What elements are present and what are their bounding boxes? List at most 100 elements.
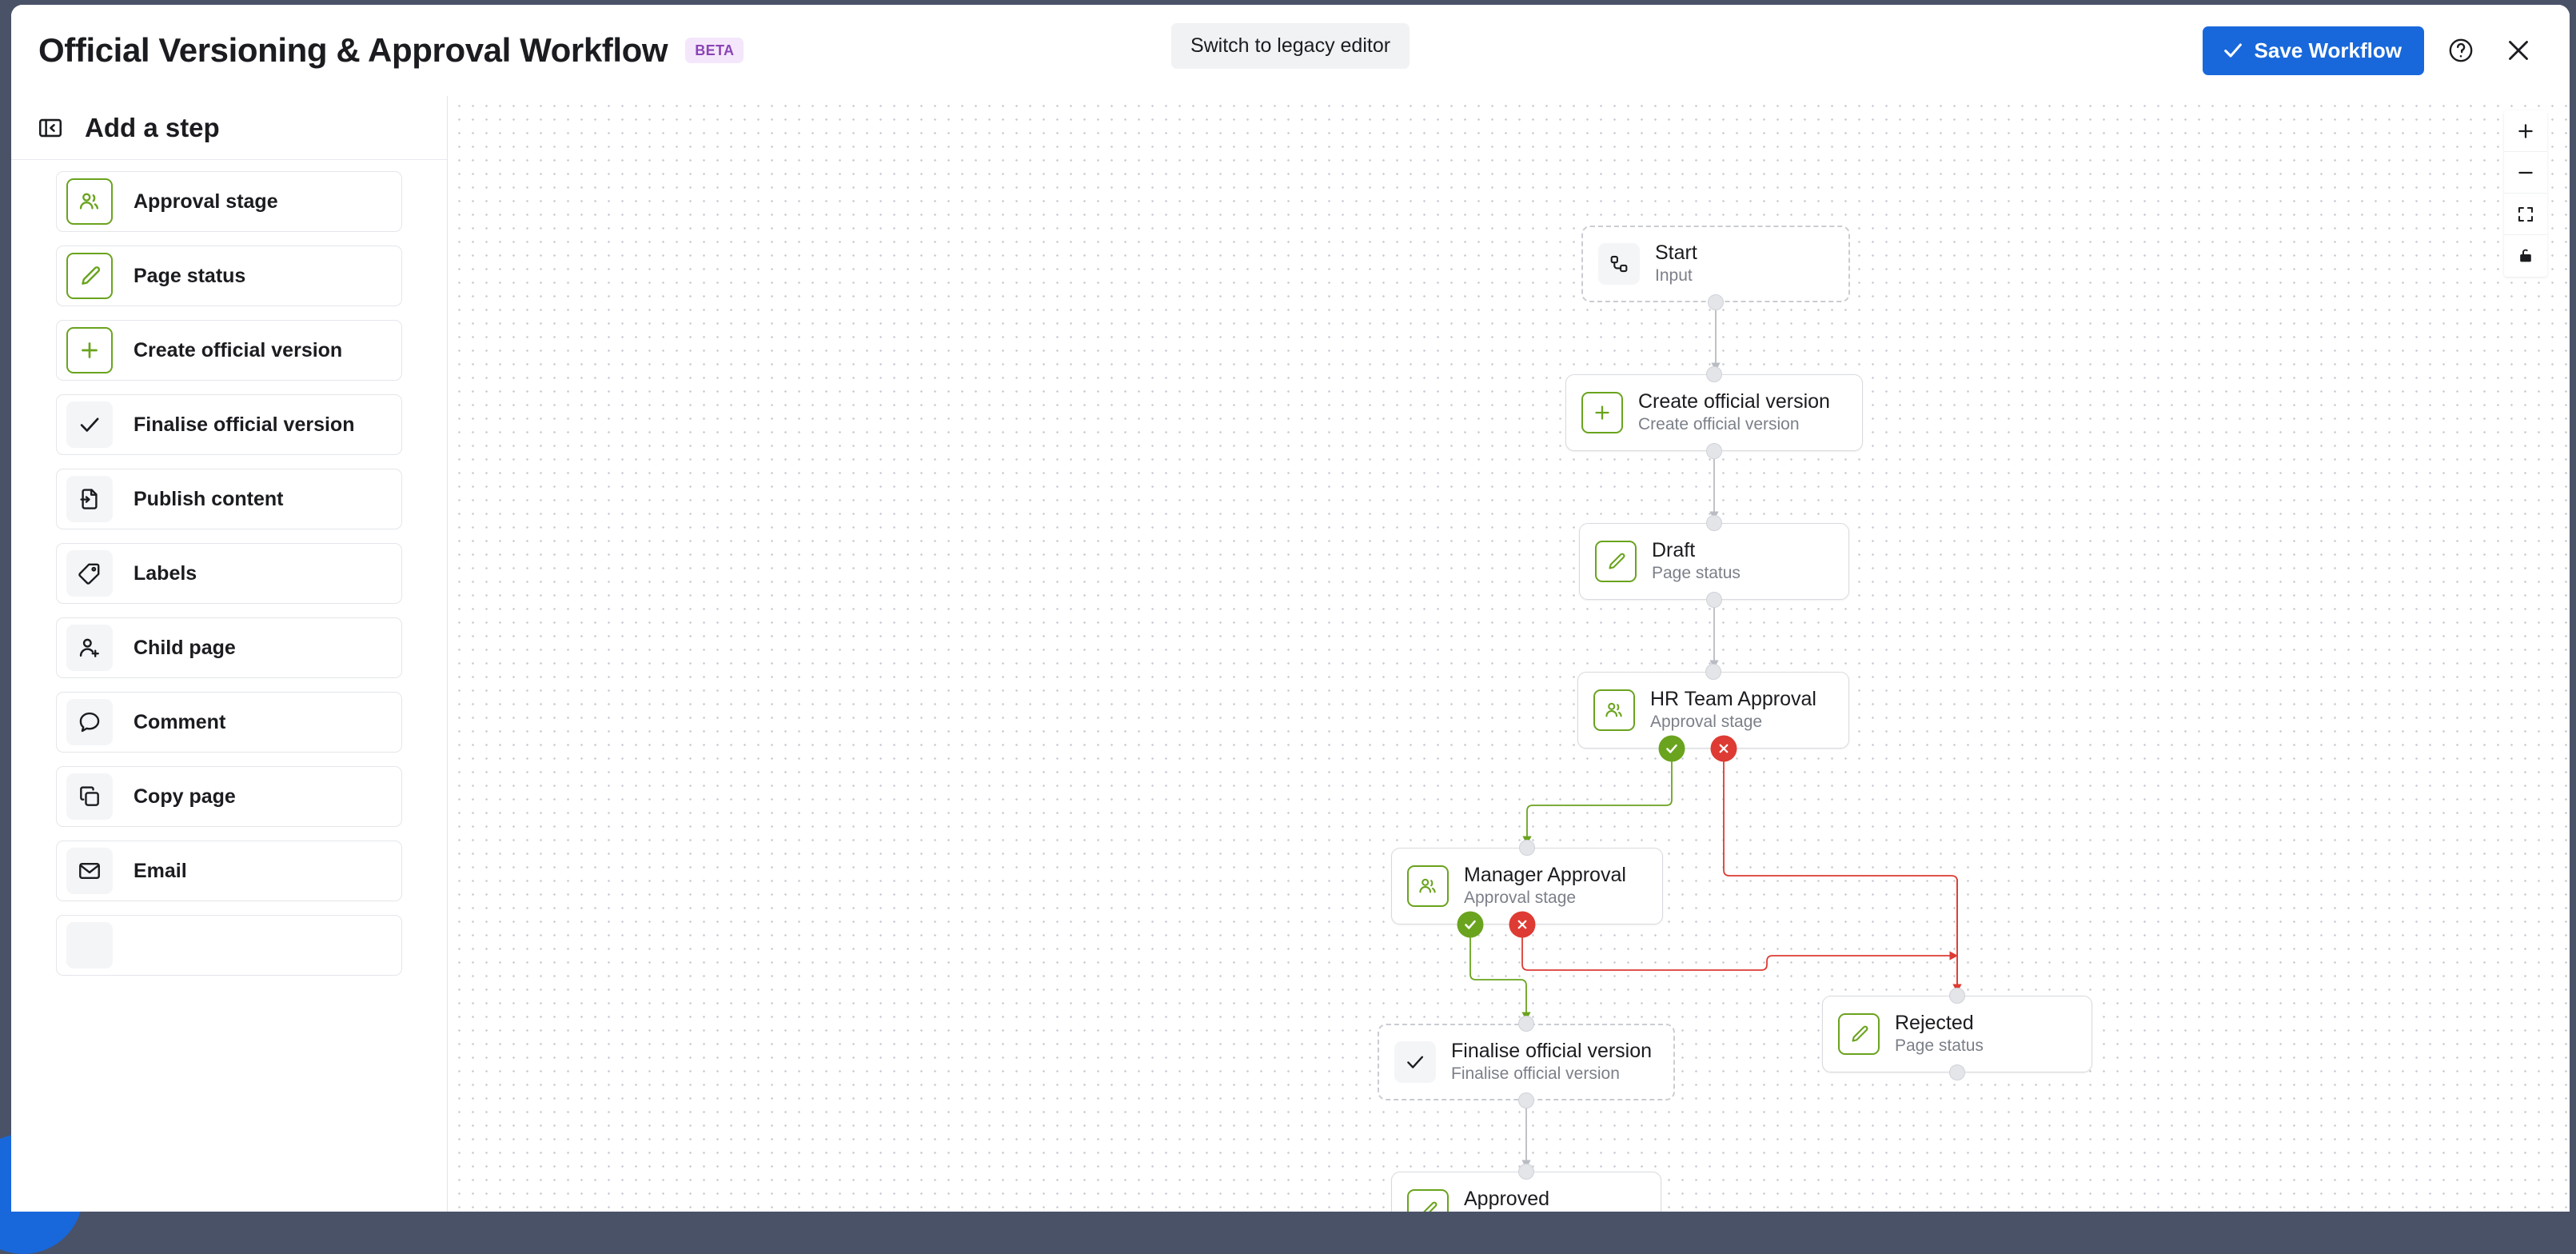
close-icon[interactable] bbox=[2498, 30, 2539, 71]
sidebar-item-label: Comment bbox=[134, 711, 225, 734]
node-title: Start bbox=[1655, 242, 1697, 265]
sidebar-item-email[interactable]: Email bbox=[56, 841, 402, 901]
sidebar-title: Add a step bbox=[85, 113, 220, 143]
node-title: Create official version bbox=[1638, 390, 1830, 413]
save-workflow-button[interactable]: Save Workflow bbox=[2203, 26, 2424, 75]
node-subtitle: Page status bbox=[1652, 564, 1741, 583]
switch-to-legacy-editor-button[interactable]: Switch to legacy editor bbox=[1171, 23, 1410, 69]
users-icon bbox=[1593, 689, 1635, 731]
person-add-icon bbox=[66, 625, 113, 671]
sidebar-item-page-status[interactable]: Page status bbox=[56, 246, 402, 306]
sidebar-item-label: Approval stage bbox=[134, 190, 278, 214]
node-title: Draft bbox=[1652, 539, 1741, 562]
panel-collapse-icon[interactable] bbox=[37, 114, 64, 142]
node-handle-source-create[interactable] bbox=[1706, 443, 1722, 459]
header: Official Versioning & Approval Workflow … bbox=[11, 5, 2570, 96]
pencil-icon bbox=[1407, 1189, 1449, 1212]
node-handle-source-rejected[interactable] bbox=[1949, 1064, 1965, 1080]
sidebar-item-label: Create official version bbox=[134, 339, 342, 362]
publish-icon bbox=[66, 476, 113, 522]
handle-approve-manager[interactable] bbox=[1457, 912, 1484, 938]
node-subtitle: Create official version bbox=[1638, 415, 1830, 434]
node-subtitle: Finalise official version bbox=[1451, 1064, 1652, 1084]
node-handle-target-draft[interactable] bbox=[1706, 515, 1722, 531]
sidebar-item-label: Page status bbox=[134, 265, 245, 288]
node-title: HR Team Approval bbox=[1650, 688, 1816, 711]
sidebar-item-label: Labels bbox=[134, 562, 197, 585]
zoom-out-button[interactable] bbox=[2504, 152, 2547, 194]
sidebar-item-label: Finalise official version bbox=[134, 413, 354, 437]
copy-icon bbox=[66, 773, 113, 820]
sidebar-item-copy-page[interactable]: Copy page bbox=[56, 766, 402, 827]
node-subtitle: Approval stage bbox=[1464, 889, 1626, 908]
sidebar-item-partial[interactable] bbox=[56, 915, 402, 976]
sidebar-item-publish-content[interactable]: Publish content bbox=[56, 469, 402, 529]
help-circle-icon[interactable] bbox=[2440, 30, 2482, 71]
sidebar-item-label: Copy page bbox=[134, 785, 236, 809]
sidebar-item-labels[interactable]: Labels bbox=[56, 543, 402, 604]
check-icon bbox=[2222, 39, 2244, 62]
check-icon bbox=[1394, 1041, 1436, 1083]
sidebar-item-create-official-version[interactable]: Create official version bbox=[56, 320, 402, 381]
sidebar-header: Add a step bbox=[11, 96, 447, 160]
node-handle-target-finalise[interactable] bbox=[1518, 1016, 1534, 1032]
zoom-in-button[interactable] bbox=[2504, 110, 2547, 152]
beta-badge: BETA bbox=[685, 38, 744, 63]
branch-icon bbox=[1598, 243, 1640, 285]
users-icon bbox=[66, 178, 113, 225]
node-title: Manager Approval bbox=[1464, 864, 1626, 887]
sidebar-item-approval-stage[interactable]: Approval stage bbox=[56, 171, 402, 232]
node-handle-source-finalise[interactable] bbox=[1518, 1092, 1534, 1108]
partial-icon bbox=[66, 922, 113, 968]
handle-approve-hr[interactable] bbox=[1659, 736, 1685, 762]
node-handle-source-start[interactable] bbox=[1708, 294, 1724, 310]
workflow-edge[interactable] bbox=[1527, 749, 1672, 844]
node-handle-target-create[interactable] bbox=[1706, 366, 1722, 382]
users-icon bbox=[1407, 865, 1449, 907]
node-handle-target-hr[interactable] bbox=[1705, 664, 1721, 680]
workflow-edge[interactable] bbox=[1470, 925, 1526, 1020]
node-handle-target-manager[interactable] bbox=[1519, 840, 1535, 856]
pencil-icon bbox=[66, 253, 113, 299]
envelope-icon bbox=[66, 848, 113, 894]
plus-icon bbox=[66, 327, 113, 373]
unlock-icon[interactable] bbox=[2504, 235, 2547, 277]
sidebar-item-comment[interactable]: Comment bbox=[56, 692, 402, 753]
sidebar-item-finalise-official-version[interactable]: Finalise official version bbox=[56, 394, 402, 455]
fit-view-icon[interactable] bbox=[2504, 194, 2547, 235]
handle-reject-hr[interactable] bbox=[1711, 736, 1737, 762]
workflow-edge[interactable] bbox=[1522, 925, 1957, 970]
node-handle-target-approved[interactable] bbox=[1518, 1164, 1534, 1180]
node-handle-target-rejected[interactable] bbox=[1949, 988, 1965, 1004]
pencil-icon bbox=[1838, 1013, 1880, 1055]
sidebar-item-child-page[interactable]: Child page bbox=[56, 617, 402, 678]
node-title: Finalise official version bbox=[1451, 1040, 1652, 1063]
handle-reject-manager[interactable] bbox=[1509, 912, 1536, 938]
node-handle-source-draft[interactable] bbox=[1706, 592, 1722, 608]
tag-icon bbox=[66, 550, 113, 597]
page-title: Official Versioning & Approval Workflow bbox=[38, 31, 668, 70]
plus-icon bbox=[1581, 392, 1623, 433]
sidebar-item-label: Publish content bbox=[134, 488, 284, 511]
node-title: Rejected bbox=[1895, 1012, 1984, 1035]
node-title: Approved bbox=[1464, 1188, 1553, 1211]
save-workflow-label: Save Workflow bbox=[2255, 38, 2402, 63]
canvas-controls bbox=[2504, 110, 2547, 277]
node-subtitle: Approval stage bbox=[1650, 713, 1816, 732]
